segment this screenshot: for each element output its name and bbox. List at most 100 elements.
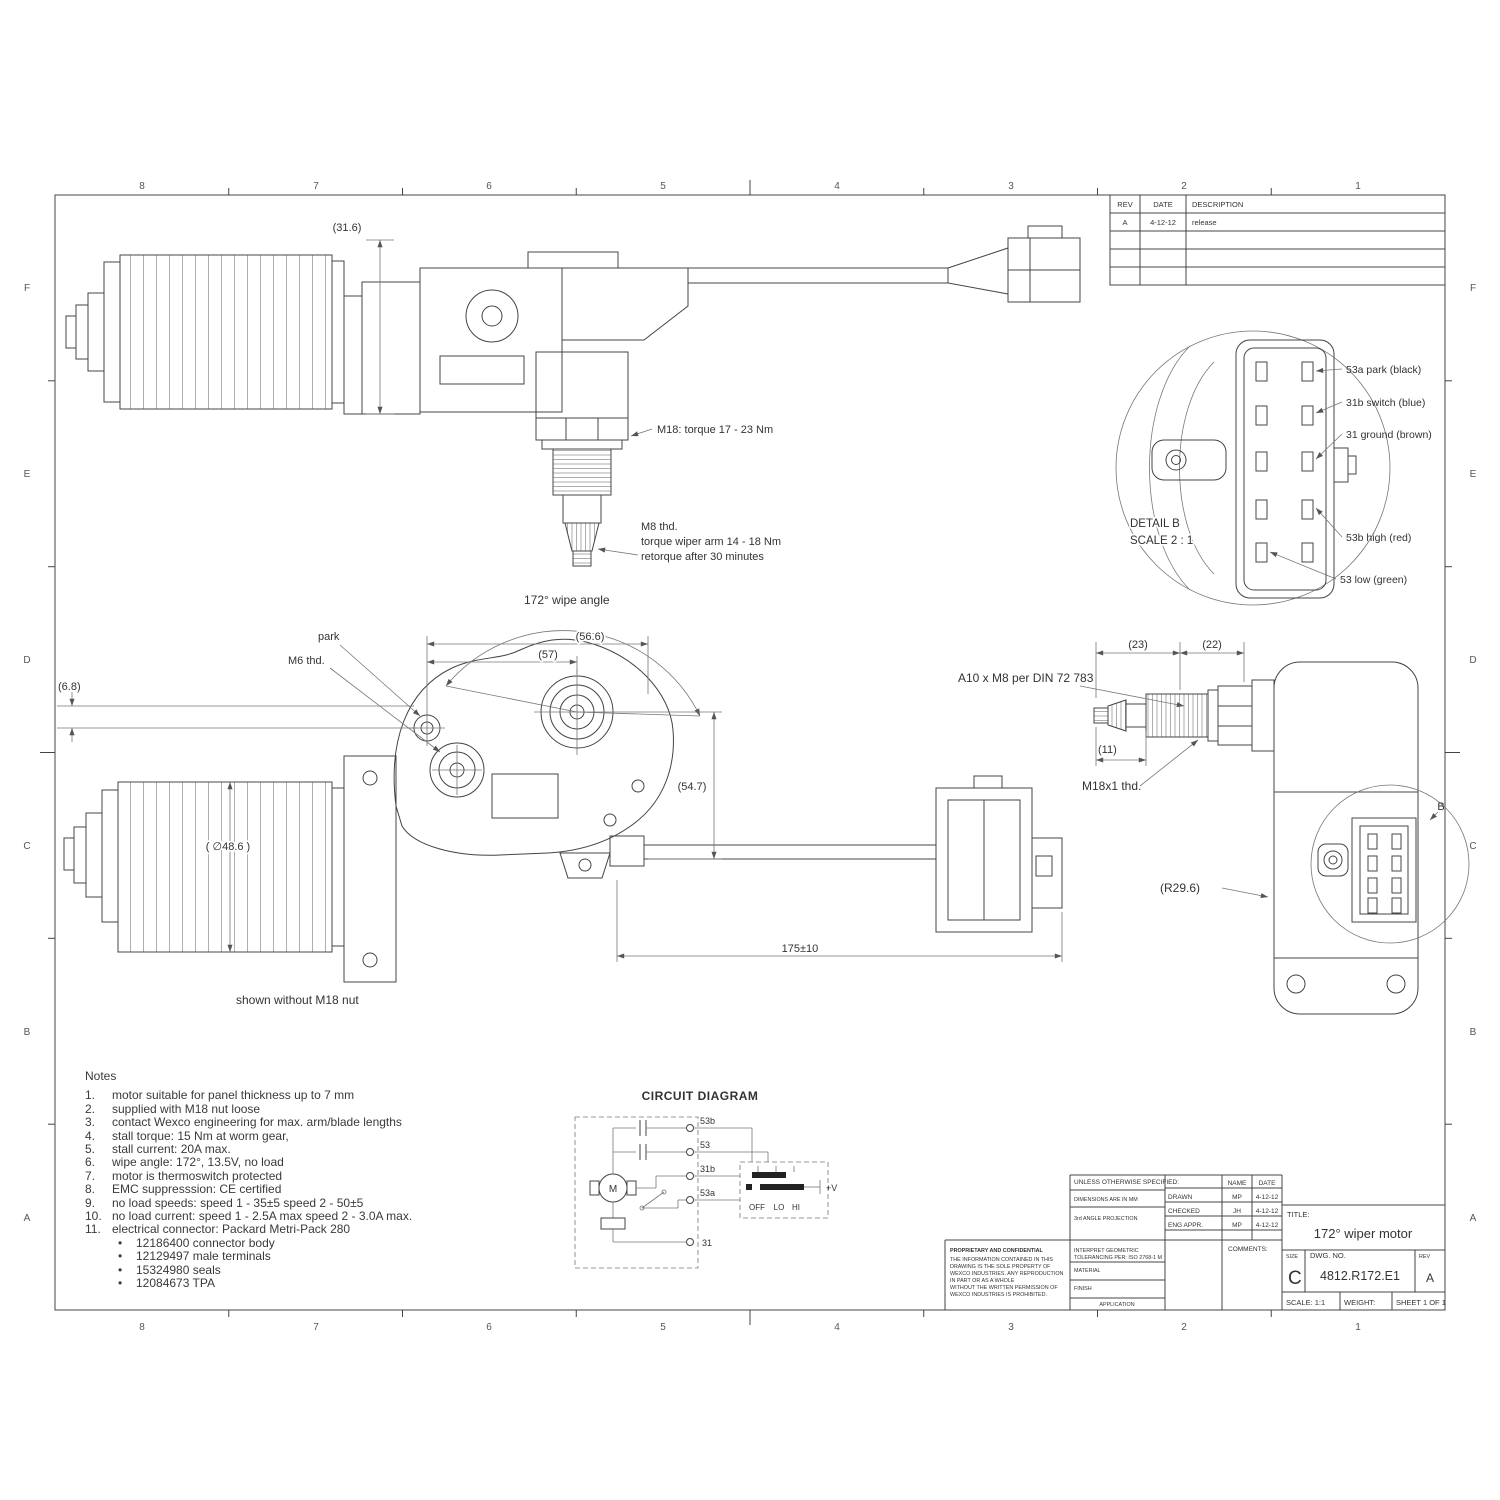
finish-label: FINISH — [1074, 1286, 1092, 1292]
m18x1-label: M18x1 thd. — [1082, 779, 1141, 793]
bullet-icon: • — [118, 1276, 123, 1291]
proprietary-line: THE INFORMATION CONTAINED IN THIS — [950, 1257, 1053, 1263]
detail-mounting-ear — [1151, 439, 1227, 481]
bullet-icon: • — [118, 1235, 123, 1250]
grid-row-label: B — [1470, 1027, 1477, 1038]
note-number: 5. — [85, 1142, 96, 1157]
grid-row-label: D — [23, 655, 30, 666]
note-text: no load speeds: speed 1 - 35±5 speed 2 -… — [112, 1195, 364, 1210]
sheet-border: 8 7 6 5 4 3 2 1 8 7 6 5 4 3 2 1 F E D C … — [23, 180, 1477, 1333]
m18x1-callout: M18x1 thd. — [1082, 739, 1199, 793]
a10-label: A10 x M8 per DIN 72 783 — [958, 671, 1094, 685]
park-label: park — [318, 631, 340, 643]
note-number: 4. — [85, 1128, 96, 1143]
pin-label-31-ground: 31 ground (brown) — [1346, 429, 1432, 441]
dim-54-7-label: (54.7) — [678, 781, 707, 793]
note-text: motor is thermoswitch protected — [112, 1168, 283, 1183]
weight-label: WEIGHT: — [1344, 1298, 1375, 1307]
grid-col-label: 3 — [1008, 1322, 1014, 1333]
link-rod — [609, 835, 936, 867]
note-text: supplied with M18 nut loose — [112, 1101, 261, 1116]
interpret-label-1: INTERPRET GEOMETRIC — [1074, 1248, 1139, 1254]
grid-row-label: C — [1469, 841, 1476, 852]
dim-56-6-label: (56.6) — [576, 631, 605, 643]
switch-off-label: OFF — [749, 1203, 765, 1212]
grid-col-label: 8 — [139, 181, 145, 192]
dim-dia-48-6: ( ∅48.6 ) — [204, 782, 252, 952]
note-text: no load current: speed 1 - 2.5A max spee… — [112, 1209, 413, 1224]
front-view-note: shown without M18 nut — [236, 993, 359, 1007]
grid-row-label: D — [1469, 655, 1476, 666]
drawn-label: DRAWN — [1168, 1194, 1193, 1201]
grid-col-label: 2 — [1181, 181, 1187, 192]
grid-col-label: 7 — [313, 181, 319, 192]
dim-31-6: (31.6) — [331, 220, 394, 415]
note-bullet: •15324980 seals — [85, 1263, 555, 1277]
grid-col-label: 8 — [139, 1322, 145, 1333]
eng-appr-label: ENG APPR. — [1168, 1222, 1203, 1229]
pin-label-53b-high: 53b high (red) — [1346, 532, 1411, 544]
circuit-wires — [600, 1120, 769, 1246]
note-text: EMC suppresssion: CE certified — [112, 1182, 282, 1197]
dim-57-label: (57) — [538, 649, 558, 661]
note-item: 1. motor suitable for panel thickness up … — [85, 1088, 555, 1103]
note-number: 1. — [85, 1088, 96, 1103]
circuit-diagram: CIRCUIT DIAGRAM M — [574, 1089, 837, 1269]
proprietary-title: PROPRIETARY AND CONFIDENTIAL — [950, 1248, 1044, 1254]
proprietary-line: WEXCO INDUSTRIES IS PROHIBITED. — [950, 1292, 1047, 1298]
note-item: 10.no load current: speed 1 - 2.5A max s… — [85, 1209, 555, 1224]
dim-175-label: 175±10 — [782, 943, 819, 955]
a10-callout: A10 x M8 per DIN 72 783 — [958, 671, 1185, 708]
pin-label-31b-switch: 31b switch (blue) — [1346, 397, 1425, 409]
note-number: 8. — [85, 1182, 96, 1197]
notes-title: Notes — [85, 1069, 117, 1083]
rev-label: REV — [1419, 1254, 1430, 1260]
checked-label: CHECKED — [1168, 1208, 1200, 1215]
grid-row-label: C — [23, 841, 30, 852]
m18-torque-callout: M18: torque 17 - 23 Nm — [630, 424, 773, 437]
dim-23-22: (23) (22) — [1095, 637, 1245, 698]
note-bullet-text: 12129497 male terminals — [136, 1249, 271, 1264]
rev-col-description: DESCRIPTION — [1192, 200, 1243, 209]
grid-col-label: 3 — [1008, 181, 1014, 192]
circuit-title: CIRCUIT DIAGRAM — [642, 1089, 759, 1103]
title-area: TITLE: 172° wiper motor SIZE C DWG. NO. … — [1286, 1210, 1446, 1307]
dim-6-8: (6.8) — [56, 679, 418, 742]
circuit-switch: OFF LO HI +V — [739, 1161, 837, 1219]
terminal-31: 31 — [702, 1238, 712, 1248]
m8-label-1: M8 thd. — [641, 521, 678, 533]
grid-col-label: 4 — [834, 1322, 840, 1333]
detail-b-circle-marker: B — [1310, 784, 1470, 944]
note-number: 7. — [85, 1168, 96, 1183]
checked-date: 4-12-12 — [1256, 1208, 1279, 1215]
dim-6-8-label: (6.8) — [58, 681, 81, 693]
note-bullet-text: 12186400 connector body — [136, 1235, 275, 1250]
detail-b-scale: SCALE 2 : 1 — [1130, 535, 1193, 547]
grid-col-label: 5 — [660, 181, 666, 192]
detail-connector-body — [1235, 339, 1357, 599]
gear-housing-front — [393, 638, 674, 879]
rev-value: A — [1426, 1271, 1434, 1285]
note-bullet: • 12186400 connector body — [85, 1235, 555, 1250]
rev-value: A — [1122, 218, 1127, 227]
title-label: TITLE: — [1287, 1210, 1310, 1219]
rev-date-value: 4-12-12 — [1150, 218, 1176, 227]
drawn-date: 4-12-12 — [1256, 1194, 1279, 1201]
dwg-no-value: 4812.R172.E1 — [1320, 1269, 1400, 1283]
rev-col-date: DATE — [1153, 200, 1172, 209]
dim-11: (11) — [1095, 727, 1147, 766]
grid-col-label: 4 — [834, 181, 840, 192]
r29-6-label: (R29.6) — [1160, 881, 1200, 895]
rev-description-value: release — [1192, 218, 1217, 227]
grid-col-label: 2 — [1181, 1322, 1187, 1333]
grid-row-label: A — [1470, 1213, 1477, 1224]
note-item: 9.no load speeds: speed 1 - 35±5 speed 2… — [85, 1195, 555, 1210]
drawn-name: MP — [1232, 1194, 1242, 1201]
comments-label: COMMENTS: — [1228, 1246, 1268, 1253]
note-number: 6. — [85, 1155, 96, 1170]
note-text: motor suitable for panel thickness up to… — [112, 1088, 355, 1103]
switch-hi-label: HI — [792, 1203, 800, 1212]
side-connector-pins — [1367, 833, 1402, 914]
note-item: 4.stall torque: 15 Nm at worm gear, — [85, 1128, 555, 1143]
interpret-label-2: TOLERANCING PER: ISO 2768-1 M — [1074, 1255, 1162, 1261]
